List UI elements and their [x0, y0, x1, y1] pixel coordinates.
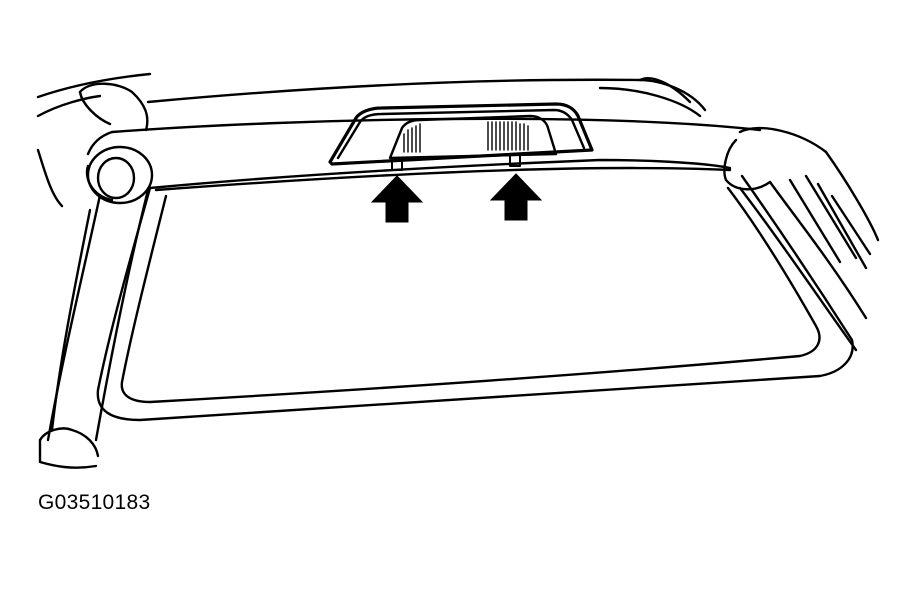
roof-header-tube	[86, 130, 114, 156]
right-pillar-tube	[738, 186, 858, 352]
stop-lamp-lens	[388, 114, 558, 160]
left-pillar-tube-end-inner	[96, 156, 136, 200]
stop-lamp-lens-hatch	[403, 121, 529, 153]
stop-lamp-housing	[328, 102, 594, 166]
roof-header-tube	[110, 117, 762, 134]
right-pillar-tube-hatch	[788, 174, 872, 270]
left-pillar-tube-base	[38, 427, 100, 458]
right-pillar-tube	[768, 180, 868, 320]
rear-hoop-tube	[78, 90, 112, 126]
left-background-pillar	[36, 148, 64, 208]
roof-edge-line	[36, 72, 152, 99]
retaining-clip	[391, 157, 403, 171]
roof-rail	[638, 77, 692, 104]
stop-lamp-housing-inner	[336, 108, 586, 160]
left-pillar-tube-end	[86, 145, 154, 205]
retaining-clip	[509, 153, 521, 167]
left-pillar-tube-base	[38, 438, 98, 469]
right-pillar-tube	[824, 150, 880, 242]
arrow-up-icon	[370, 175, 424, 223]
roof-header-tube	[148, 158, 732, 190]
rear-window-glass-edge	[154, 166, 732, 192]
rear-window-glass-edge	[120, 186, 821, 404]
right-pillar-tube	[738, 126, 828, 154]
rear-hoop-tube	[78, 82, 149, 132]
left-background-pillar	[50, 208, 92, 432]
arrow-up-icon	[489, 173, 543, 221]
roof-edge-line	[36, 94, 102, 118]
figure-code-label: G03510183	[38, 491, 151, 514]
right-pillar-tube	[723, 138, 772, 191]
roof-rail	[598, 86, 702, 118]
rear-window-frame-outer	[96, 174, 854, 422]
